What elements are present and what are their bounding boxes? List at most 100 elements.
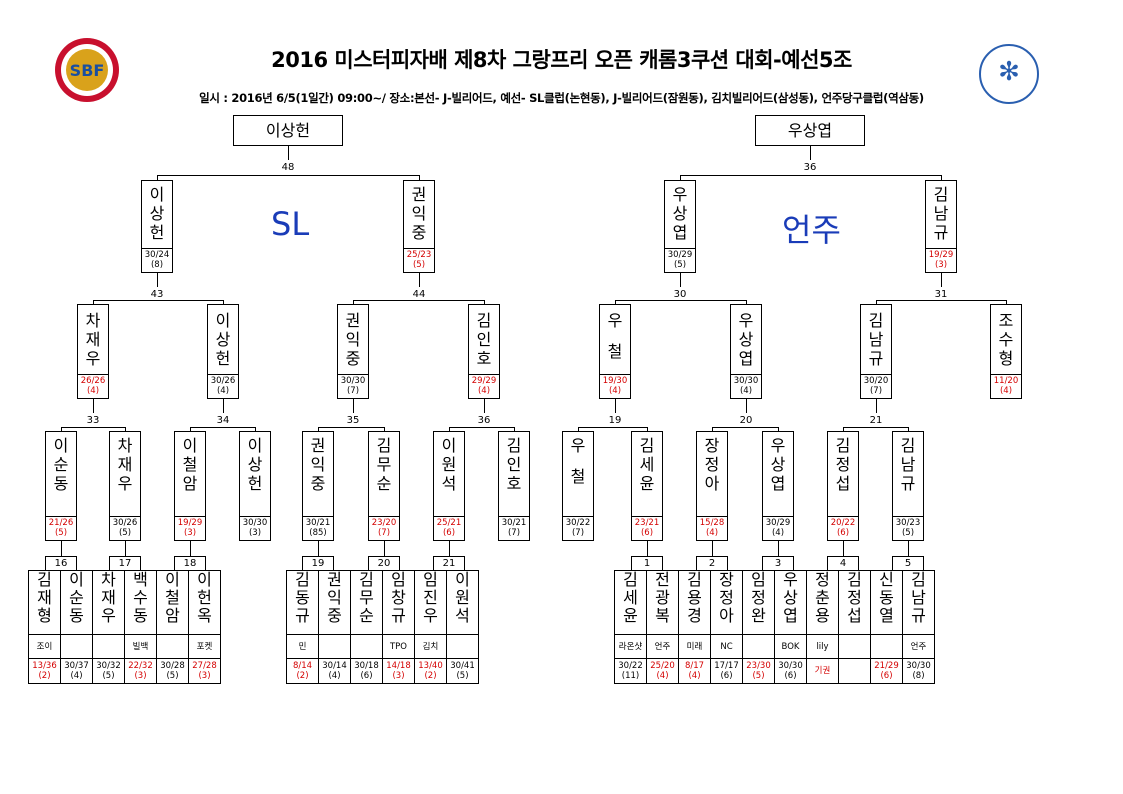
match-number: 30 (673, 289, 687, 300)
result-average: (5) (102, 671, 115, 681)
sbf-logo-text: SBF (69, 61, 105, 80)
player-score: 30/20 (863, 376, 889, 386)
player-average: (3) (248, 528, 262, 538)
result-average: (6) (784, 671, 797, 681)
bracket-line (419, 273, 420, 287)
player-score: 30/23 (895, 518, 921, 528)
bracket-line (746, 399, 747, 413)
player-score: 25/21 (436, 518, 462, 528)
result-score: 17/17 (714, 661, 739, 671)
player-average: (4) (608, 386, 622, 396)
player-result: 22/32(3) (124, 658, 157, 684)
score-divider (600, 374, 630, 375)
group-number: 1 (631, 556, 663, 570)
score-divider (926, 248, 956, 249)
bracket-line (255, 427, 256, 431)
bracket-line (843, 427, 908, 428)
result-score: 30/41 (450, 661, 475, 671)
score-divider (697, 516, 727, 517)
event-info: 일시 : 2016년 6/5(1일간) 09:00~/ 장소:본선- J-빌리어… (199, 91, 924, 105)
final-winner-right: 우상엽 (755, 115, 865, 146)
result-score: 기권 (814, 666, 831, 676)
player-score: 30/29 (765, 518, 791, 528)
player-club (870, 634, 903, 659)
bracket-line (93, 300, 223, 301)
player-club: lily (806, 634, 839, 659)
result-average: (6) (720, 671, 733, 681)
match-number: 19 (608, 415, 622, 426)
bracket-line (190, 427, 255, 428)
result-average: (8) (912, 671, 925, 681)
player-score: 11/20 (993, 376, 1019, 386)
player-score: 20/22 (830, 518, 856, 528)
score-divider (499, 516, 529, 517)
bracket-line (190, 541, 191, 556)
bracket-line (157, 175, 158, 180)
player-score: 15/28 (699, 518, 725, 528)
match-number: 20 (739, 415, 753, 426)
player-average: (5) (901, 528, 915, 538)
score-divider (303, 516, 333, 517)
player-club: 민 (286, 634, 319, 659)
bracket-line (93, 300, 94, 304)
score-divider (763, 516, 793, 517)
result-average: (3) (392, 671, 405, 681)
score-divider (665, 248, 695, 249)
score-divider (861, 374, 891, 375)
score-divider (434, 516, 464, 517)
bracket-line (680, 273, 681, 287)
bracket-line (615, 300, 616, 304)
bracket-line (223, 300, 224, 304)
player-result: 13/36(2) (28, 658, 61, 684)
result-score: 23/30 (746, 661, 771, 671)
bracket-line (908, 427, 909, 431)
group-number: 18 (174, 556, 206, 570)
bracket-line (318, 427, 319, 431)
result-score: 8/14 (292, 661, 313, 671)
match-number: 48 (281, 162, 295, 173)
result-average: (4) (688, 671, 701, 681)
result-average: (2) (38, 671, 51, 681)
bracket-line (578, 427, 579, 431)
result-average: (3) (198, 671, 211, 681)
bracket-line (876, 300, 1006, 301)
bracket-line (778, 427, 779, 431)
player-average: (6) (442, 528, 456, 538)
player-score: 30/30 (733, 376, 759, 386)
bracket-line (353, 399, 354, 413)
bracket-line (615, 300, 746, 301)
player-score: 30/30 (242, 518, 268, 528)
group-number: 3 (762, 556, 794, 570)
bracket-line (419, 175, 420, 180)
result-score: 30/22 (618, 661, 643, 671)
group-number: 20 (368, 556, 400, 570)
result-average: (4) (328, 671, 341, 681)
player-club: 빌백 (124, 634, 157, 659)
bracket-line (353, 300, 354, 304)
bracket-line (93, 399, 94, 413)
bracket-line (941, 175, 942, 180)
score-divider (563, 516, 593, 517)
bracket-line (384, 427, 385, 431)
player-score: 23/20 (371, 518, 397, 528)
